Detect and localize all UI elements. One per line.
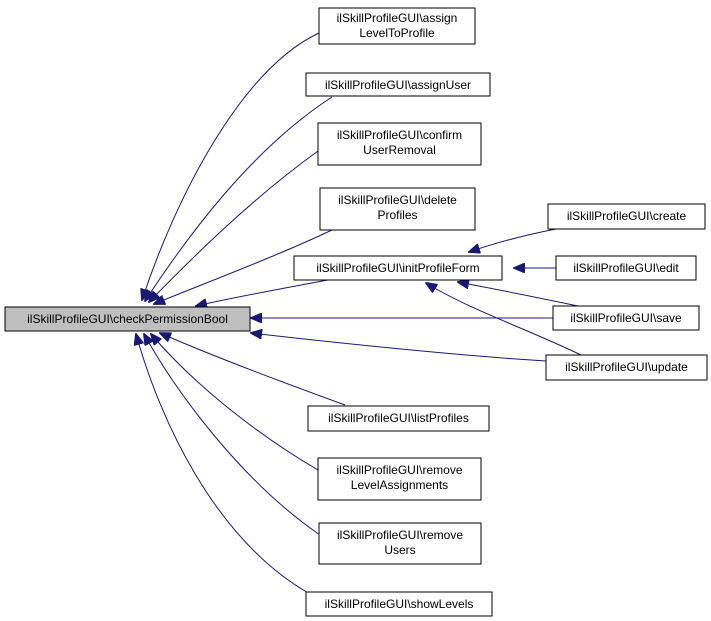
edge-delete-profiles [154,228,335,304]
node-label: ilSkillProfileGUI\listProfiles [328,411,469,425]
edge-assign-level-to-profile [142,32,320,300]
node-create[interactable]: ilSkillProfileGUI\create [547,203,706,230]
node-assign-user[interactable]: ilSkillProfileGUI\assignUser [305,72,491,97]
node-label: Profiles [377,208,417,222]
node-label: ilSkillProfileGUI\delete [338,193,457,207]
node-label: ilSkillProfileGUI\showLevels [325,597,474,611]
edge-show-levels [136,334,311,595]
node-label: ilSkillProfileGUI\assignUser [325,78,471,92]
node-label: ilSkillProfileGUI\checkPermissionBool [27,312,228,326]
node-show-levels[interactable]: ilSkillProfileGUI\showLevels [305,591,493,617]
edge-remove-level-assignments [151,334,319,471]
node-label: LevelAssignments [351,478,448,492]
node-label: ilSkillProfileGUI\initProfileForm [316,261,479,275]
node-label: ilSkillProfileGUI\edit [573,261,679,275]
node-label: ilSkillProfileGUI\create [567,209,687,223]
edges [136,32,584,595]
node-label: LevelToProfile [359,26,435,40]
node-remove-level-assignments[interactable]: ilSkillProfileGUI\remove LevelAssignment… [317,457,482,501]
node-label: Users [384,543,415,557]
node-label: ilSkillProfileGUI\save [570,311,682,325]
edge-create-to-init [469,228,557,252]
edge-assign-user [145,96,333,301]
node-remove-users[interactable]: ilSkillProfileGUI\remove Users [318,522,482,565]
node-check-permission-bool[interactable]: ilSkillProfileGUI\checkPermissionBool [4,306,251,332]
edge-remove-users [144,334,321,536]
node-delete-profiles[interactable]: ilSkillProfileGUI\delete Profiles [319,187,476,231]
node-confirm-user-removal[interactable]: ilSkillProfileGUI\confirm UserRemoval [317,122,482,166]
node-list-profiles[interactable]: ilSkillProfileGUI\listProfiles [307,405,490,432]
node-init-profile-form[interactable]: ilSkillProfileGUI\initProfileForm [293,255,503,281]
node-label: ilSkillProfileGUI\remove [336,463,462,477]
node-edit[interactable]: ilSkillProfileGUI\edit [555,255,697,281]
node-label: ilSkillProfileGUI\update [565,360,688,374]
nodes: ilSkillProfileGUI\checkPermissionBool il… [4,7,708,617]
node-save[interactable]: ilSkillProfileGUI\save [552,305,700,331]
node-label: ilSkillProfileGUI\assign [337,11,458,25]
node-label: ilSkillProfileGUI\remove [337,528,463,542]
edge-update-to-check [251,333,547,362]
edge-update-to-init [426,283,584,357]
edge-list-profiles [160,333,346,406]
node-label: ilSkillProfileGUI\confirm [337,128,462,142]
node-label: UserRemoval [363,143,436,157]
node-update[interactable]: ilSkillProfileGUI\update [545,354,708,381]
edge-confirm-user-removal [149,150,319,302]
edge-init-profile-form [196,278,334,306]
edge-save-to-init [458,282,579,307]
node-assign-level-to-profile[interactable]: ilSkillProfileGUI\assign LevelToProfile [318,7,476,45]
